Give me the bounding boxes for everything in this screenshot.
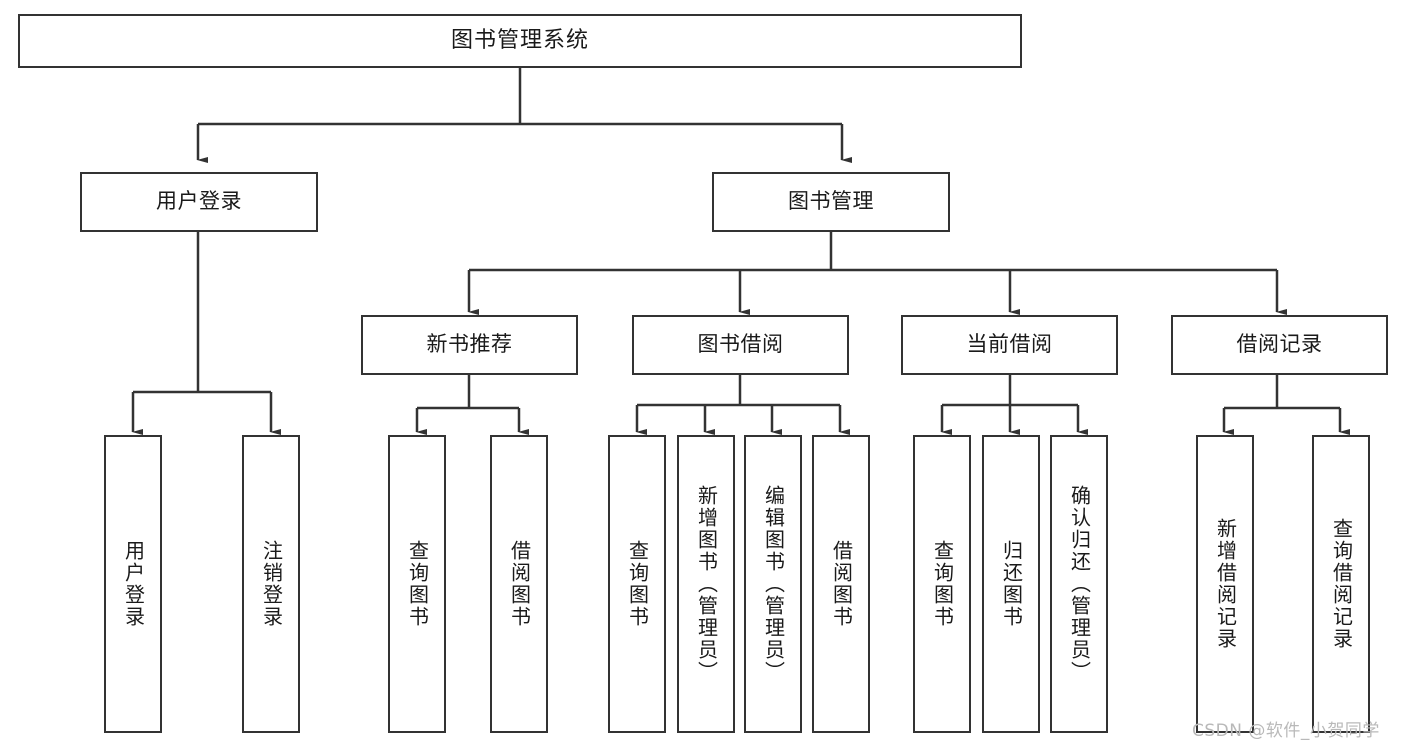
node-leaf-borrow-book-2[interactable]: 借阅图书 bbox=[812, 435, 870, 733]
node-leaf-query-record-label: 查询借阅记录 bbox=[1329, 518, 1354, 650]
node-user-login-label: 用户登录 bbox=[156, 189, 242, 214]
node-user-login[interactable]: 用户登录 bbox=[80, 172, 318, 232]
node-leaf-logout-label: 注销登录 bbox=[259, 540, 284, 628]
node-borrow-record[interactable]: 借阅记录 bbox=[1171, 315, 1388, 375]
node-leaf-add-record-label: 新增借阅记录 bbox=[1213, 518, 1238, 650]
node-new-book-recommend[interactable]: 新书推荐 bbox=[361, 315, 578, 375]
node-book-management-label: 图书管理 bbox=[788, 189, 874, 214]
node-current-borrow-label: 当前借阅 bbox=[966, 332, 1053, 357]
node-leaf-add-record[interactable]: 新增借阅记录 bbox=[1196, 435, 1254, 733]
node-leaf-user-login[interactable]: 用户登录 bbox=[104, 435, 162, 733]
node-leaf-borrow-book-2-label: 借阅图书 bbox=[829, 540, 854, 628]
node-borrow-record-label: 借阅记录 bbox=[1236, 332, 1323, 357]
node-root-label: 图书管理系统 bbox=[450, 27, 589, 53]
node-leaf-query-book-1-label: 查询图书 bbox=[405, 540, 430, 628]
node-leaf-user-login-label: 用户登录 bbox=[121, 540, 146, 628]
node-leaf-query-book-1[interactable]: 查询图书 bbox=[388, 435, 446, 733]
node-leaf-query-book-2-label: 查询图书 bbox=[625, 540, 650, 628]
node-book-borrow[interactable]: 图书借阅 bbox=[632, 315, 849, 375]
node-leaf-borrow-book-1-label: 借阅图书 bbox=[507, 540, 532, 628]
node-leaf-add-book-label: 新增图书（管理员） bbox=[694, 485, 719, 683]
node-leaf-query-book-3-label: 查询图书 bbox=[930, 540, 955, 628]
node-leaf-confirm-return-label: 确认归还（管理员） bbox=[1067, 485, 1092, 683]
node-leaf-query-record[interactable]: 查询借阅记录 bbox=[1312, 435, 1370, 733]
node-leaf-edit-book[interactable]: 编辑图书（管理员） bbox=[744, 435, 802, 733]
node-leaf-return-book-label: 归还图书 bbox=[999, 540, 1024, 628]
node-new-book-recommend-label: 新书推荐 bbox=[426, 332, 513, 357]
node-root[interactable]: 图书管理系统 bbox=[18, 14, 1022, 68]
node-leaf-confirm-return[interactable]: 确认归还（管理员） bbox=[1050, 435, 1108, 733]
node-book-management[interactable]: 图书管理 bbox=[712, 172, 950, 232]
node-current-borrow[interactable]: 当前借阅 bbox=[901, 315, 1118, 375]
node-leaf-logout[interactable]: 注销登录 bbox=[242, 435, 300, 733]
node-leaf-query-book-3[interactable]: 查询图书 bbox=[913, 435, 971, 733]
node-leaf-return-book[interactable]: 归还图书 bbox=[982, 435, 1040, 733]
node-book-borrow-label: 图书借阅 bbox=[697, 332, 784, 357]
node-leaf-add-book[interactable]: 新增图书（管理员） bbox=[677, 435, 735, 733]
node-leaf-query-book-2[interactable]: 查询图书 bbox=[608, 435, 666, 733]
node-leaf-borrow-book-1[interactable]: 借阅图书 bbox=[490, 435, 548, 733]
node-leaf-edit-book-label: 编辑图书（管理员） bbox=[761, 485, 786, 683]
